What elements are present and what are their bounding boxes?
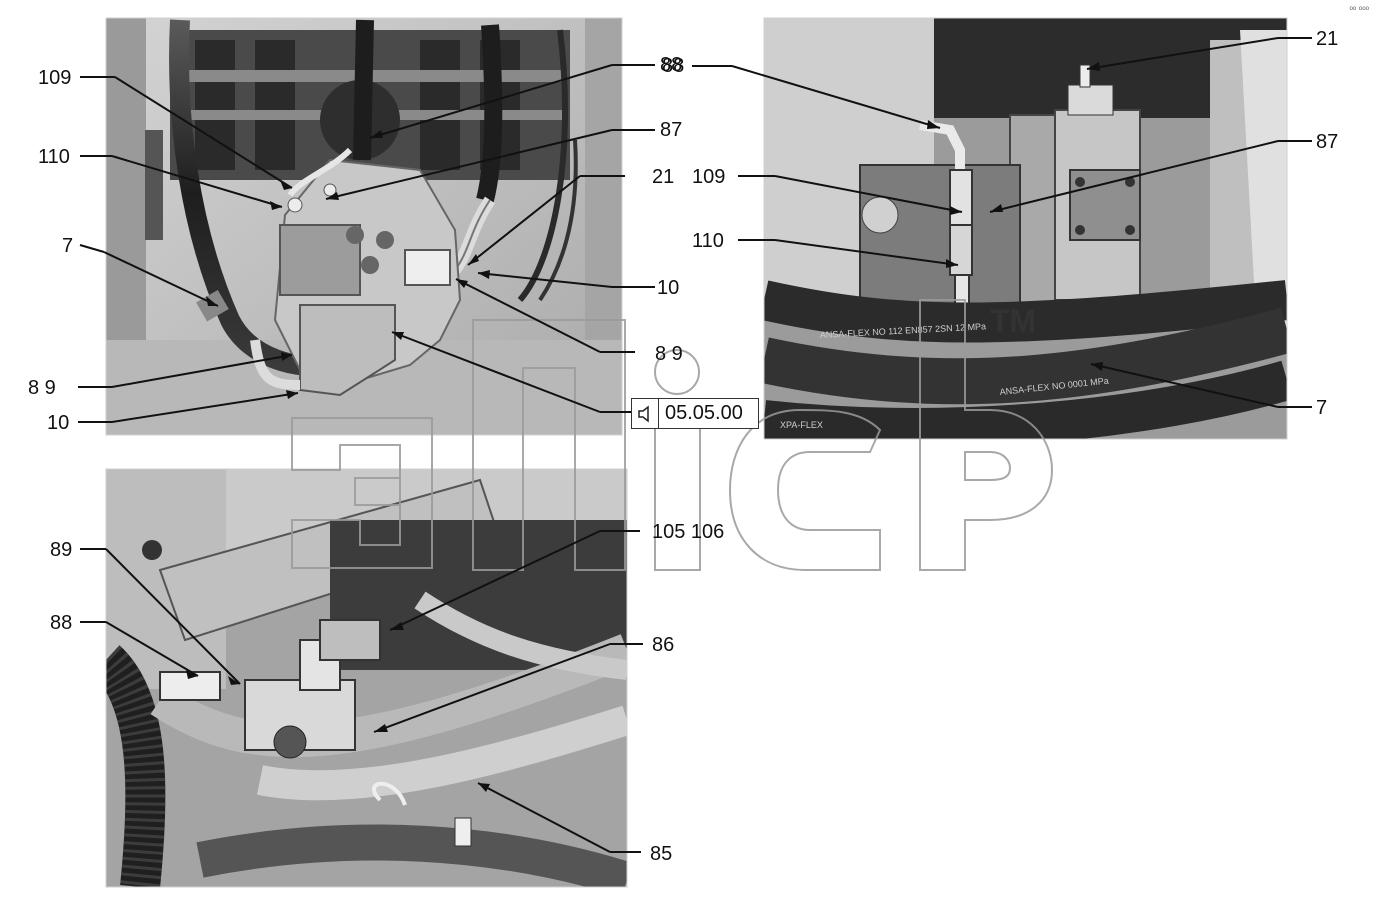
photo-pump-closeup: ANSA-FLEX NO 112 EN857 2SN 12 MPa ANSA-F… (764, 18, 1287, 439)
callout-85-bl: 85 (650, 843, 672, 865)
callout-110-tr: 110 (692, 230, 724, 252)
callout-labels: 109 110 7 8 9 10 88 87 21 10 8 9 21 88 8… (28, 28, 1338, 865)
svg-text:XPA-FLEX: XPA-FLEX (780, 420, 823, 430)
callout-87-tr: 87 (1316, 131, 1338, 153)
callout-109-tl: 109 (38, 67, 71, 89)
corner-mark: ᵒᵒ ᵒᵒᵒ (1349, 4, 1370, 14)
speaker-icon (632, 399, 659, 428)
callout-21-tl: 21 (652, 166, 674, 188)
photo-pump-assembly (106, 18, 622, 435)
callout-86-bl: 86 (652, 634, 674, 656)
leader-lines (78, 37, 1312, 853)
trademark-mark: TM (990, 303, 1036, 339)
callout-105-106: 105 106 (652, 521, 724, 543)
callout-7-tl: 7 (62, 235, 73, 257)
callout-87-tl: 87 (660, 119, 682, 141)
callout-88-bl: 88 (50, 612, 72, 634)
callout-10-right: 10 (657, 277, 679, 299)
callout-109-tr: 109 (692, 166, 725, 188)
callout-88-tl: 88 (660, 54, 682, 76)
leader-arrowheads (186, 62, 1103, 792)
photo-valve-hoses (106, 469, 627, 887)
callout-89-bl: 89 (50, 539, 72, 561)
callout-8-9-right: 8 9 (655, 343, 683, 365)
callout-7-tr: 7 (1316, 397, 1327, 419)
reference-code: 05.05.00 (665, 402, 743, 424)
callout-21-tr: 21 (1316, 28, 1338, 50)
reference-link[interactable]: 05.05.00 (631, 398, 759, 429)
callout-88-tr: 88 (662, 55, 684, 77)
callout-110-tl: 110 (38, 146, 70, 168)
callout-10-left: 10 (47, 412, 69, 434)
callout-8-9-left: 8 9 (28, 377, 56, 399)
